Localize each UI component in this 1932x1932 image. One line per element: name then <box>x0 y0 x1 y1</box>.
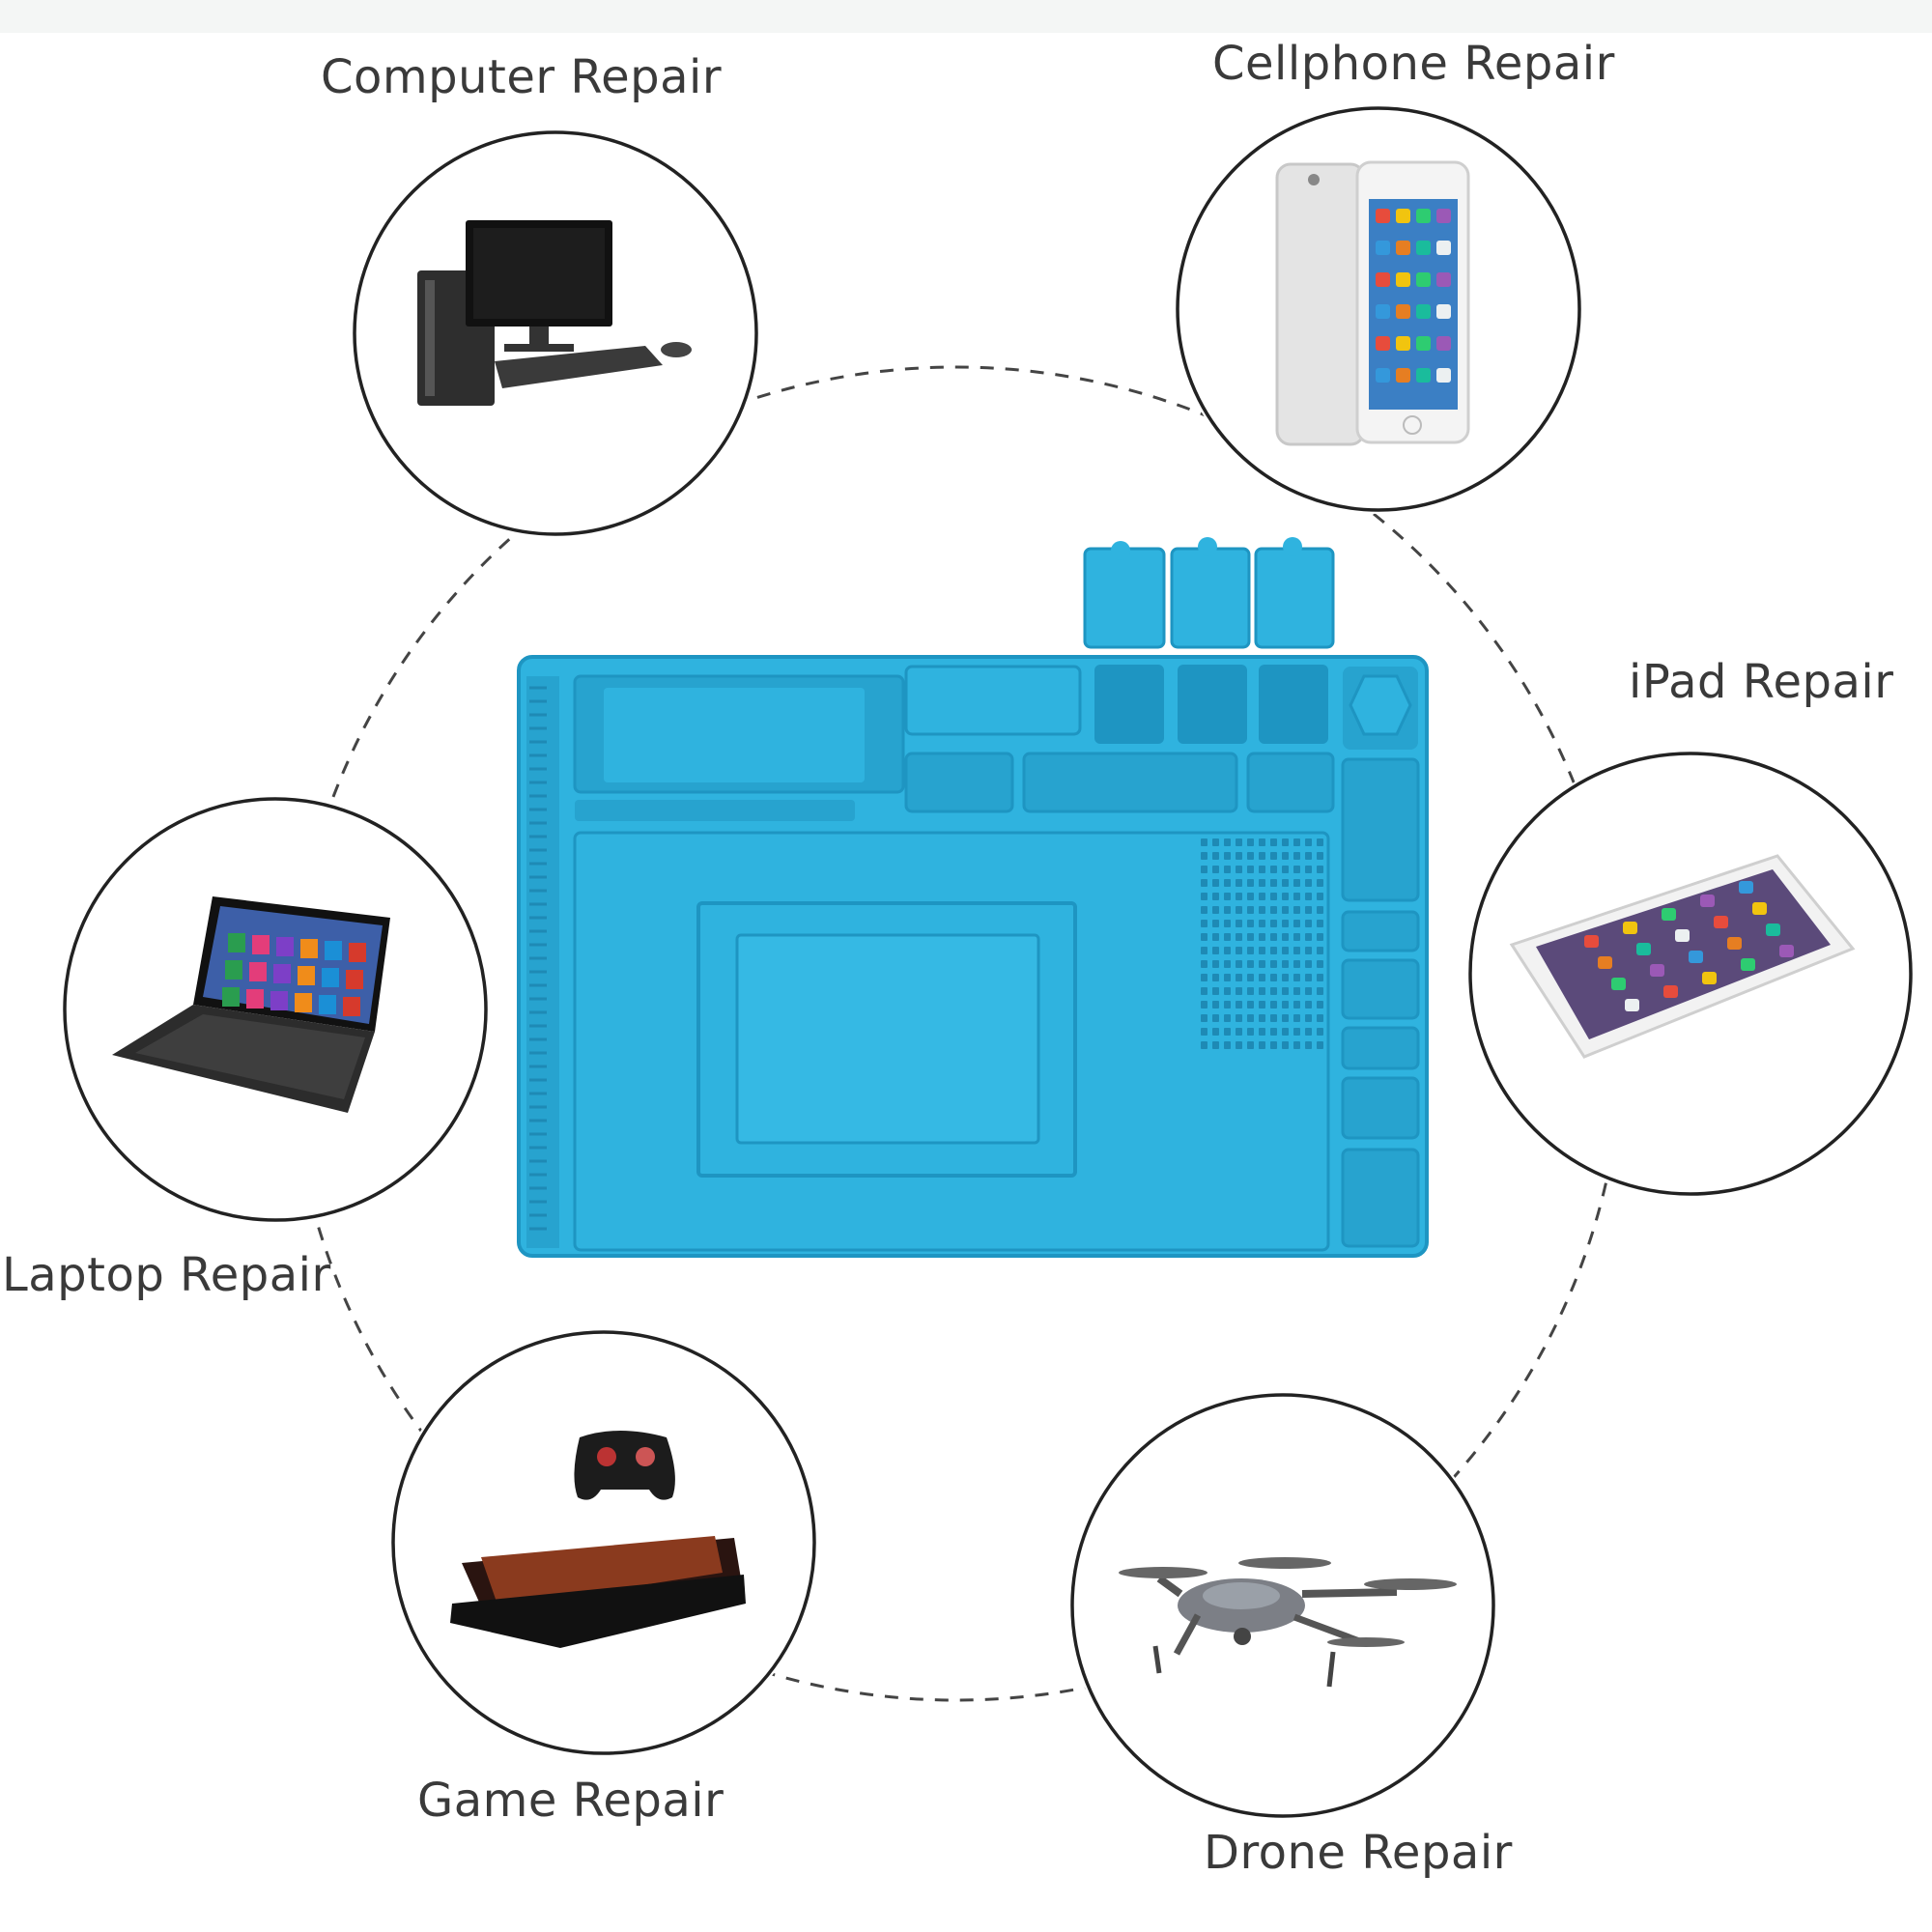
computer-repair-label: Computer Repair <box>321 50 723 104</box>
tablet-icon <box>1509 854 1856 1059</box>
game-circle <box>391 1330 816 1755</box>
ipad-repair-label: iPad Repair <box>1629 655 1894 709</box>
laptop-repair-label: Laptop Repair <box>2 1248 331 1302</box>
computer-circle <box>353 130 758 536</box>
smartphone-icon <box>1275 160 1470 446</box>
laptop-circle <box>63 797 488 1222</box>
top-strip <box>0 0 1932 33</box>
drone-circle <box>1070 1393 1495 1818</box>
ipad-circle <box>1468 752 1913 1196</box>
drone-icon <box>1119 1557 1457 1688</box>
desktop-computer-icon <box>417 220 692 406</box>
drone-repair-label: Drone Repair <box>1204 1826 1513 1880</box>
game-console-icon <box>450 1431 746 1648</box>
cellphone-circle <box>1176 106 1581 512</box>
laptop-icon <box>112 896 390 1113</box>
game-repair-label: Game Repair <box>417 1774 724 1828</box>
silicone-repair-mat <box>517 537 1429 1258</box>
cellphone-repair-label: Cellphone Repair <box>1212 37 1615 91</box>
